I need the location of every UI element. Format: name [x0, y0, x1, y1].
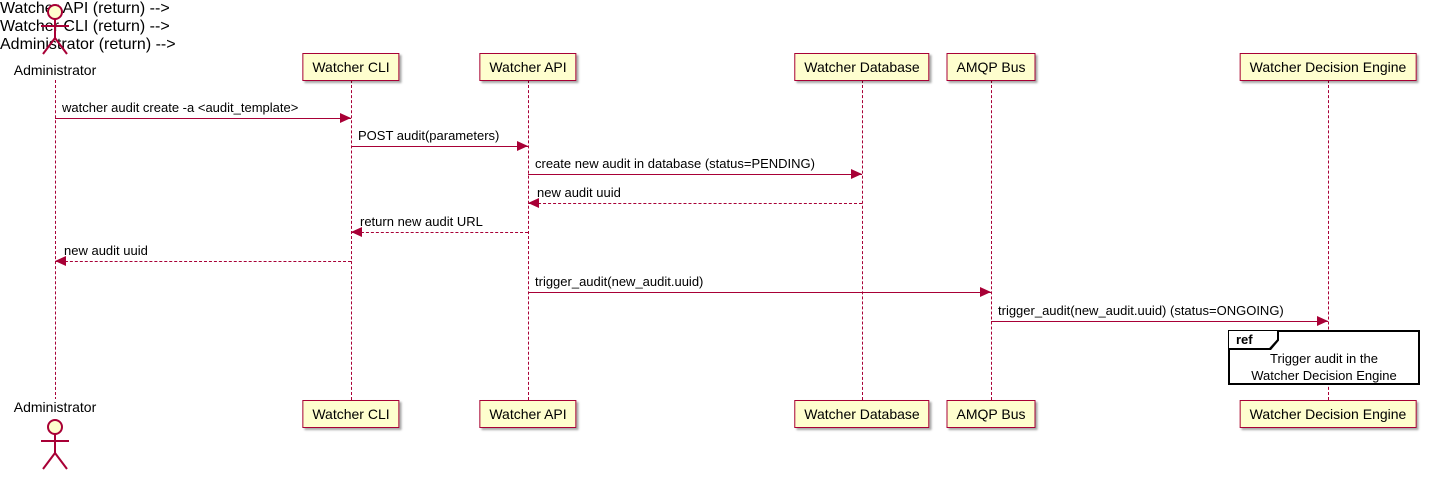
actor-label-bottom: Administrator [13, 399, 97, 415]
message-7-arrowhead-icon [980, 287, 991, 297]
message-3-line [528, 174, 862, 175]
participant-watcher-decision-engine-top: Watcher Decision Engine [1239, 53, 1417, 81]
participant-watcher-cli-top: Watcher CLI [302, 53, 400, 81]
participant-watcher-database-top: Watcher Database [794, 53, 930, 81]
message-1-line [55, 118, 351, 119]
lifeline-amqp-bus [991, 80, 992, 400]
message-2-label: POST audit(parameters) [358, 128, 500, 143]
message-3-arrowhead-icon [851, 169, 862, 179]
message-4-label: new audit uuid [537, 185, 621, 200]
message-7-line [528, 292, 991, 293]
ref-text-line1: Trigger audit in the [1270, 351, 1378, 366]
ref-body: Trigger audit in the Watcher Decision En… [1230, 350, 1418, 384]
actor-icon-bottom [37, 418, 73, 477]
message-4-arrowhead-icon [528, 198, 539, 208]
message-8-arrowhead-icon [1317, 316, 1328, 326]
message-6-label: new audit uuid [64, 243, 148, 258]
message-2-line [351, 146, 528, 147]
ref-keyword: ref [1229, 331, 1277, 348]
participant-watcher-api-top: Watcher API [479, 53, 577, 81]
ref-fragment: ref Trigger audit in the Watcher Decisio… [1228, 330, 1420, 385]
message-8-line [991, 321, 1328, 322]
message-1-label: watcher audit create -a <audit_template> [62, 100, 299, 115]
participant-amqp-bus-top: AMQP Bus [946, 53, 1036, 81]
ref-text-line2: Watcher Decision Engine [1251, 368, 1397, 383]
message-4-line [528, 203, 862, 204]
ref-tab-icon: ref [1229, 331, 1279, 350]
message-6-arrowhead-icon [55, 256, 66, 266]
lifeline-watcher-cli [351, 80, 352, 400]
message-2-arrowhead-icon [517, 141, 528, 151]
message-6-line [55, 261, 351, 262]
participant-watcher-database-bottom: Watcher Database [794, 400, 930, 428]
lifeline-watcher-database [862, 80, 863, 400]
message-3-label: create new audit in database (status=PEN… [535, 156, 816, 171]
message-5-arrowhead-icon [351, 227, 362, 237]
message-1-arrowhead-icon [340, 113, 351, 123]
actor-icon-top [37, 3, 73, 62]
lifeline-administrator [55, 80, 56, 400]
actor-label-top: Administrator [13, 62, 97, 78]
lifeline-watcher-decision-engine [1328, 80, 1329, 400]
message-5-label: return new audit URL [360, 214, 483, 229]
lifeline-watcher-api [528, 80, 529, 400]
participant-watcher-cli-bottom: Watcher CLI [302, 400, 400, 428]
participant-watcher-decision-engine-bottom: Watcher Decision Engine [1239, 400, 1417, 428]
message-7-label: trigger_audit(new_audit.uuid) [535, 274, 704, 289]
message-5-line [351, 232, 528, 233]
message-8-label: trigger_audit(new_audit.uuid) (status=ON… [998, 303, 1284, 318]
participant-amqp-bus-bottom: AMQP Bus [946, 400, 1036, 428]
participant-watcher-api-bottom: Watcher API [479, 400, 577, 428]
